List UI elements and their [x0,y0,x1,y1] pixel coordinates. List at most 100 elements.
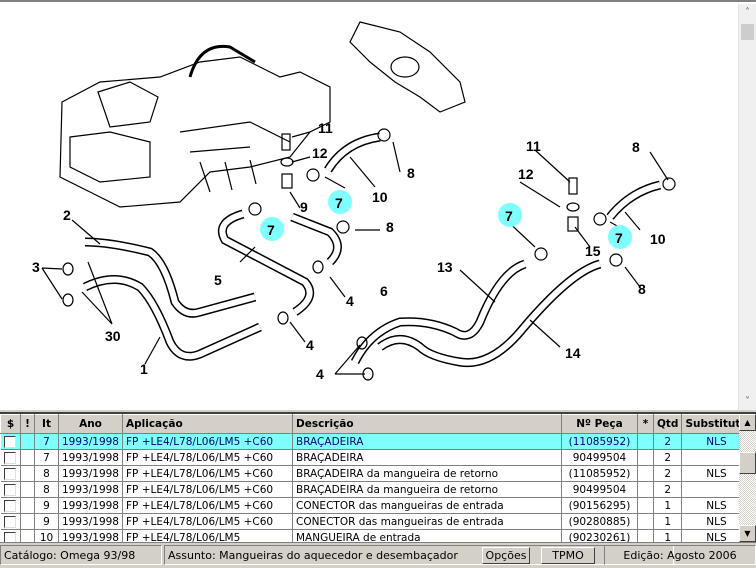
row-checkbox[interactable] [4,483,17,496]
table-scroll-thumb[interactable] [739,452,756,474]
table-scrollbar[interactable]: ▲ ▼ [739,414,756,542]
qty-cell: 1 [653,497,683,514]
col-header-cost[interactable]: $ [0,414,21,434]
row-checkbox[interactable] [4,467,17,480]
col-header-alert[interactable]: ! [20,414,35,434]
description-cell: BRAÇADEIRA da mangueira de retorno [292,481,562,498]
callout-12[interactable]: 12 [518,166,534,182]
qty-cell: 1 [653,513,683,530]
star-cell [637,529,654,542]
table-scroll-up[interactable]: ▲ [739,414,756,431]
callout-5[interactable]: 5 [214,272,222,288]
item-cell: 9 [34,513,59,530]
highlight-7a [328,190,352,214]
callout-4[interactable]: 4 [316,366,324,382]
options-button[interactable]: Opções [482,547,530,564]
callout-12[interactable]: 12 [312,145,328,161]
description-cell: BRAÇADEIRA da mangueira de retorno [292,465,562,482]
qty-cell: 1 [653,529,683,542]
diagram-scrollbar[interactable]: ˄ ˅ [738,4,756,410]
callout-11[interactable]: 11 [526,138,541,154]
part-number-cell: (90230261) [561,529,638,542]
callout-9[interactable]: 9 [300,199,308,215]
col-header-application[interactable]: Aplicação [121,414,293,434]
application-cell: FP +LE4/L78/L06/LM5 [122,529,293,542]
star-cell [637,513,654,530]
callout-15[interactable]: 15 [585,243,601,259]
scroll-up-arrow[interactable]: ˄ [745,7,750,18]
row-checkbox[interactable] [4,435,17,448]
callout-2[interactable]: 2 [63,207,71,223]
qty-cell: 2 [653,481,683,498]
catalog-label: Catálogo: Omega 93/98 [0,545,162,565]
part-number-cell: 90499504 [561,481,638,498]
callout-11[interactable]: 11 [318,120,333,136]
alert-cell [20,513,35,530]
callout-1[interactable]: 1 [140,361,148,377]
substitute-cell: NLS [681,465,752,482]
col-header-star[interactable]: * [636,414,654,434]
callout-4[interactable]: 4 [346,293,354,309]
select-cell [0,449,21,466]
callout-13[interactable]: 13 [437,259,453,275]
highlight-7b [260,217,284,241]
callout-7[interactable]: 7 [267,222,275,238]
qty-cell: 2 [653,449,683,466]
highlight-7c [498,203,522,227]
tpmo-button[interactable]: TPMO [541,547,595,564]
select-cell [0,529,21,542]
item-cell: 7 [34,449,59,466]
callout-6[interactable]: 6 [380,283,388,299]
select-cell [0,481,21,498]
scroll-thumb[interactable] [741,24,754,40]
col-header-item[interactable]: It [34,414,59,434]
callout-3[interactable]: 3 [32,259,40,275]
col-header-year[interactable]: Ano [58,414,123,434]
year-cell: 1993/1998 [58,433,123,450]
col-header-substitute[interactable]: Substituta [681,414,752,434]
exploded-view-drawing: 1 2 3 4 4 4 5 6 7 7 7 7 8 8 8 8 9 10 10 … [32,21,676,382]
callout-7[interactable]: 7 [335,195,343,211]
part-number-cell: (11085952) [561,433,638,450]
table-scroll-down[interactable]: ▼ [739,525,756,542]
row-checkbox[interactable] [4,531,17,542]
callout-8[interactable]: 8 [638,281,646,297]
col-header-description[interactable]: Descrição [291,414,562,434]
callout-7[interactable]: 7 [615,230,623,246]
table-header: $ ! It Ano Aplicação Descrição Nº Peça *… [0,414,752,434]
highlighted-item-7-markers [260,190,632,249]
item-cell: 8 [34,465,59,482]
col-header-qty[interactable]: Qtd [652,414,683,434]
application-cell: FP +LE4/L78/L06/LM5 +C60 [122,497,293,514]
row-checkbox[interactable] [4,451,17,464]
description-cell: MANGUEIRA de entrada [292,529,562,542]
callout-14[interactable]: 14 [565,345,581,361]
callout-4[interactable]: 4 [306,337,314,353]
row-checkbox[interactable] [4,499,17,512]
select-cell [0,433,21,450]
scroll-down-arrow[interactable]: ˅ [745,396,750,407]
col-header-part-number[interactable]: Nº Peça [560,414,638,434]
alert-cell [20,433,35,450]
substitute-cell: NLS [681,433,752,450]
callout-30[interactable]: 30 [105,328,121,344]
year-cell: 1993/1998 [58,481,123,498]
year-cell: 1993/1998 [58,497,123,514]
row-checkbox[interactable] [4,515,17,528]
star-cell [637,481,654,498]
year-cell: 1993/1998 [58,513,123,530]
callout-8[interactable]: 8 [632,139,640,155]
application-cell: FP +LE4/L78/L06/LM5 +C60 [122,449,293,466]
callout-10[interactable]: 10 [372,189,388,205]
callout-7[interactable]: 7 [505,208,513,224]
callout-8[interactable]: 8 [386,219,394,235]
callout-10[interactable]: 10 [650,231,666,247]
callout-8[interactable]: 8 [407,165,415,181]
